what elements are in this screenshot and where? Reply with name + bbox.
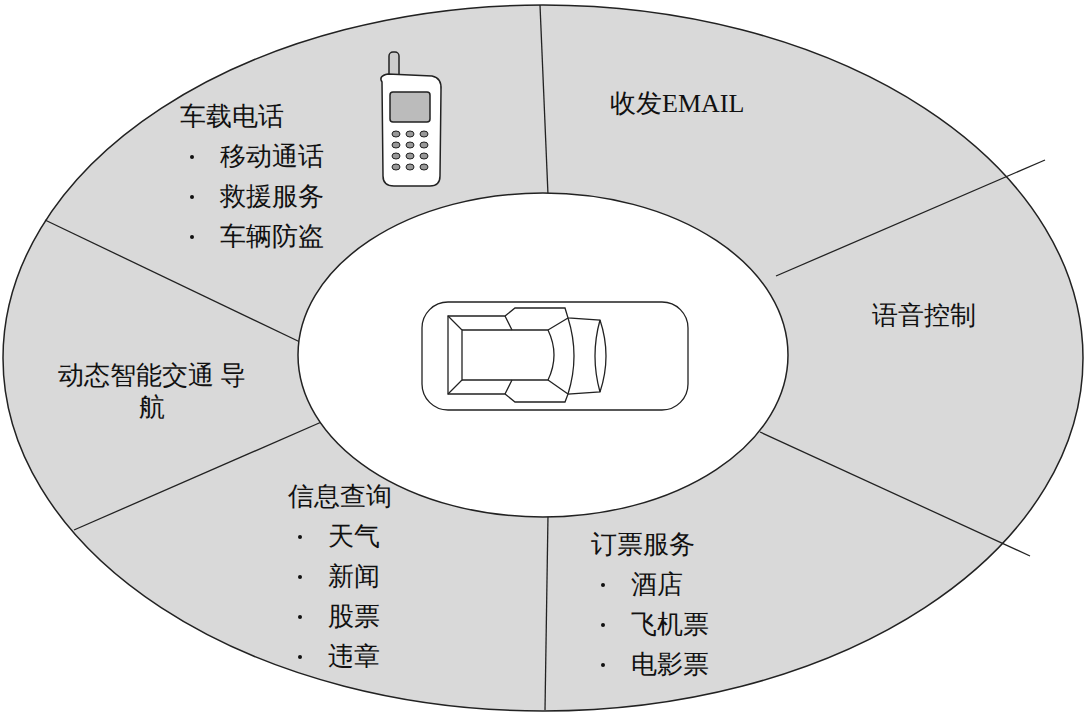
booking-sector: 订票服务酒店飞机票电影票 (591, 525, 709, 685)
sector-heading: 语音控制 (872, 296, 976, 336)
item-text: 违章 (328, 642, 380, 671)
item-text: 酒店 (631, 570, 683, 599)
list-item: 天气 (288, 517, 392, 557)
voice-sector: 语音控制 (872, 296, 976, 336)
sector-heading: 收发EMAIL (610, 84, 744, 124)
phone-sector: 车载电话移动通话救援服务车辆防盗 (180, 97, 324, 257)
list-item: 股票 (288, 597, 392, 637)
bullet-dot (298, 615, 302, 619)
list-item: 违章 (288, 637, 392, 677)
item-text: 救援服务 (220, 182, 324, 211)
bullet-dot (298, 655, 302, 659)
bullet-dot (298, 575, 302, 579)
bullet-dot (601, 583, 605, 587)
navigation-sector: 动态智能交通 导航 (52, 360, 252, 424)
list-item: 车辆防盗 (180, 217, 324, 257)
sector-heading: 信息查询 (288, 477, 392, 517)
sector-heading: 动态智能交通 导航 (52, 360, 252, 424)
bullet-dot (601, 623, 605, 627)
phone-icon (381, 52, 441, 186)
sector-heading: 订票服务 (591, 525, 709, 565)
item-text: 移动通话 (220, 142, 324, 171)
outer-ring (3, 5, 1083, 711)
list-item: 酒店 (591, 565, 709, 605)
email-sector: 收发EMAIL (610, 84, 744, 124)
list-item: 救援服务 (180, 177, 324, 217)
bullet-dot (190, 155, 194, 159)
list-item: 新闻 (288, 557, 392, 597)
info-sector: 信息查询天气新闻股票违章 (288, 477, 392, 677)
item-text: 车辆防盗 (220, 222, 324, 251)
inner-ellipse (298, 193, 788, 517)
sector-heading: 车载电话 (180, 97, 324, 137)
item-text: 天气 (328, 522, 380, 551)
bullet-dot (190, 195, 194, 199)
list-item: 飞机票 (591, 605, 709, 645)
list-item: 电影票 (591, 645, 709, 685)
item-text: 股票 (328, 602, 380, 631)
car-icon (422, 302, 688, 410)
bullet-dot (298, 535, 302, 539)
item-text: 电影票 (631, 650, 709, 679)
item-text: 新闻 (328, 562, 380, 591)
sector-dividers (45, 5, 1045, 710)
bullet-dot (190, 235, 194, 239)
bullet-dot (601, 663, 605, 667)
list-item: 移动通话 (180, 137, 324, 177)
item-text: 飞机票 (631, 610, 709, 639)
